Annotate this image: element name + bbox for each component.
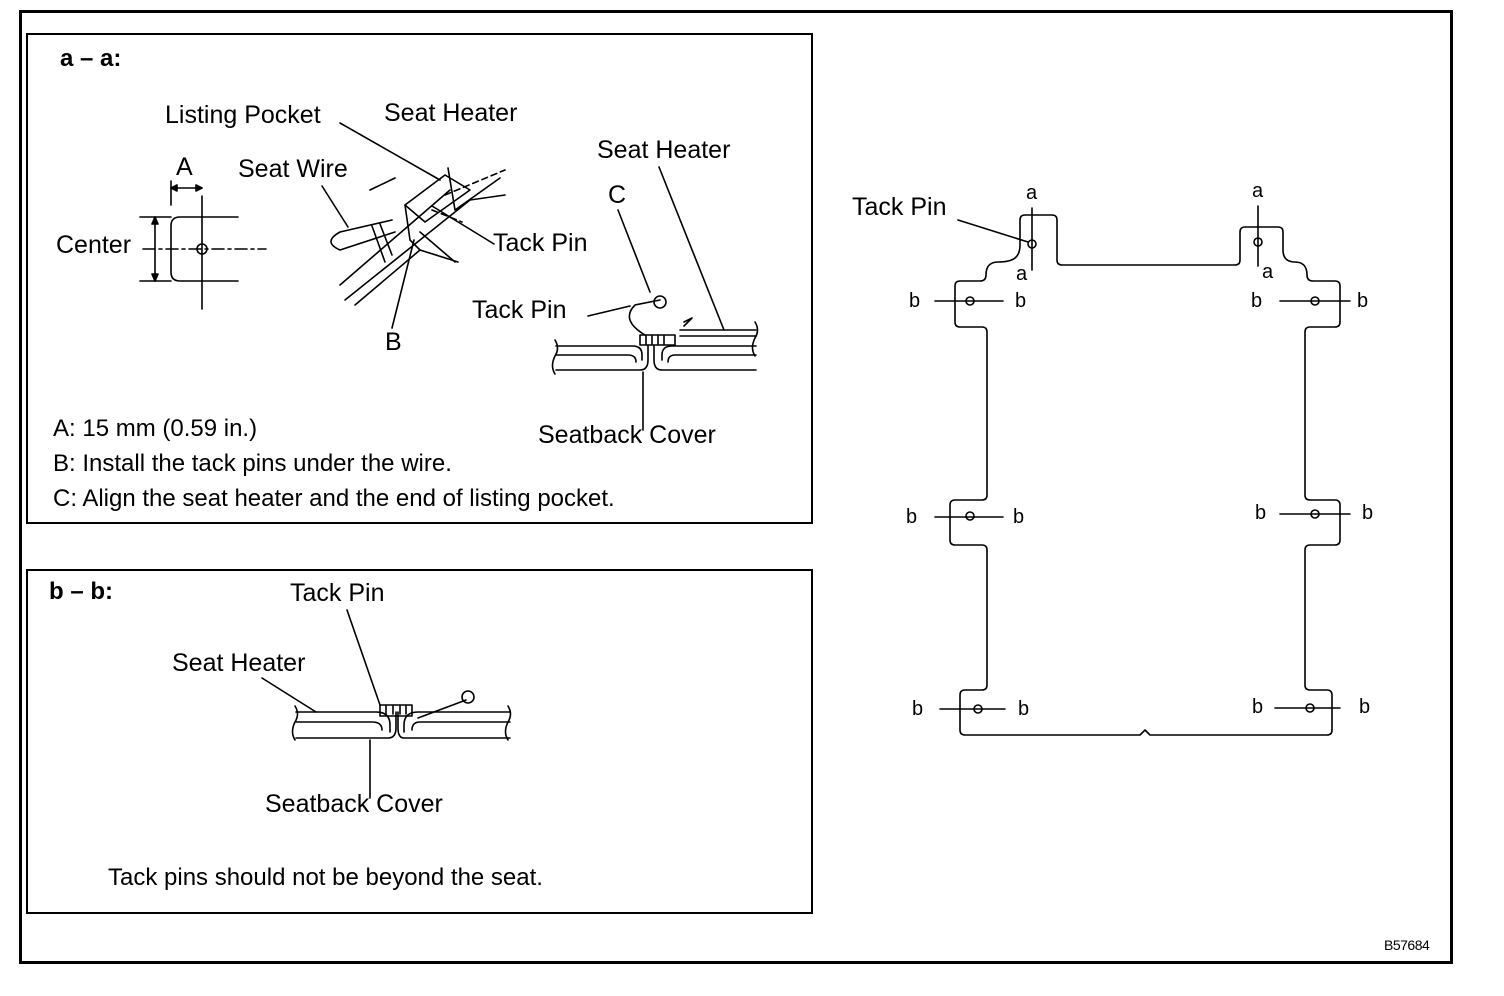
marker-b-label: B: [385, 328, 402, 356]
note-c: C: Align the seat heater and the end of …: [53, 485, 615, 512]
section-mark-b: b: [906, 506, 918, 528]
seatback-cover-label: Seatback Cover: [265, 790, 443, 818]
section-mark-b: b: [1015, 290, 1027, 312]
tack-pin-label: Tack Pin: [290, 579, 385, 607]
figure-code: B57684: [1384, 937, 1430, 953]
section-aa-title: a – a:: [60, 45, 122, 72]
seat-heater-label: Seat Heater: [597, 136, 731, 164]
bb-note: Tack pins should not be beyond the seat.: [108, 864, 543, 891]
listing-pocket-drawing: [321, 122, 506, 329]
seat-heater-label: Seat Heater: [384, 99, 518, 127]
section-mark-a: a: [1252, 180, 1264, 202]
tack-pin-label: Tack Pin: [852, 193, 947, 221]
figure-frame: [19, 10, 1453, 964]
section-mark-b: b: [909, 290, 921, 312]
tack-pin-label: Tack Pin: [472, 296, 567, 324]
seatback-cover-label: Seatback Cover: [538, 421, 716, 449]
marker-c-label: C: [608, 181, 627, 209]
section-bb-title: b – b:: [49, 578, 113, 605]
section-mark-b: b: [1359, 696, 1371, 718]
center-label: Center: [56, 231, 132, 259]
section-bb-panel: [26, 569, 813, 914]
section-mark-b: b: [912, 698, 924, 720]
section-aa-panel: [26, 33, 813, 524]
dimension-a-label: A: [176, 153, 193, 181]
note-b: B: Install the tack pins under the wire.: [53, 450, 452, 477]
listing-pocket-label: Listing Pocket: [165, 101, 321, 129]
section-mark-b: b: [1013, 506, 1025, 528]
section-mark-a: a: [1026, 182, 1038, 204]
seat-heater-outline: [934, 205, 1351, 736]
section-mark-b: b: [1362, 502, 1374, 524]
seat-heater-label: Seat Heater: [172, 649, 306, 677]
section-mark-b: b: [1357, 290, 1369, 312]
section-mark-b: b: [1251, 290, 1263, 312]
bb-section-drawing: [261, 609, 512, 799]
section-mark-b: b: [1252, 696, 1264, 718]
center-detail-drawing: [139, 180, 267, 310]
seatback-cover-section: [551, 166, 759, 431]
note-a: A: 15 mm (0.59 in.): [53, 415, 258, 442]
section-mark-b: b: [1018, 698, 1030, 720]
section-mark-b: b: [1255, 502, 1267, 524]
tack-pin-label: Tack Pin: [493, 229, 588, 257]
section-mark-a: a: [1016, 263, 1028, 285]
section-mark-a: a: [1262, 261, 1274, 283]
seat-wire-label: Seat Wire: [238, 155, 348, 183]
